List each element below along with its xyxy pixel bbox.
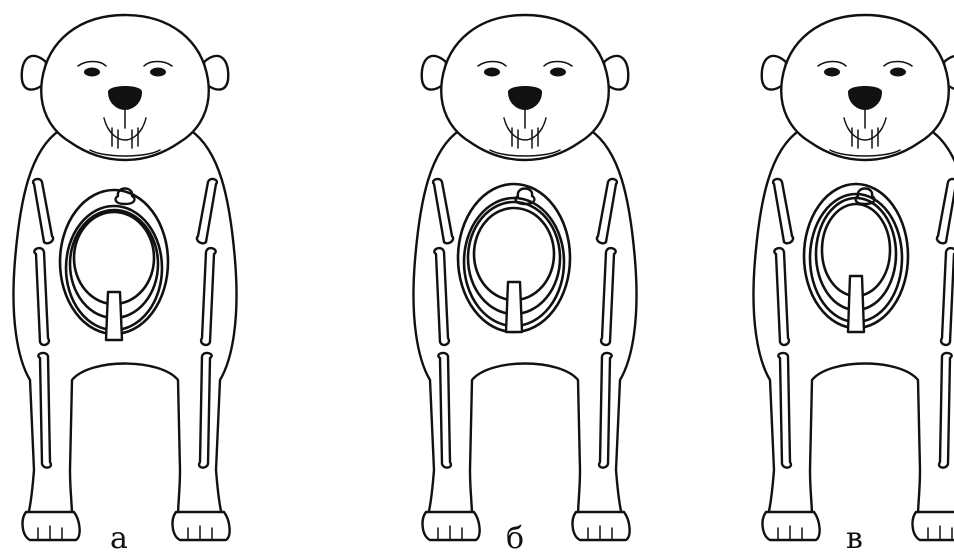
dog-figure-c — [753, 15, 954, 540]
panel-label-c: в — [846, 521, 863, 556]
panel-label-b: б — [506, 521, 524, 556]
panel-label-a: а — [110, 521, 128, 556]
dog-figure-b — [413, 15, 636, 540]
dog-figure-a — [13, 15, 236, 540]
